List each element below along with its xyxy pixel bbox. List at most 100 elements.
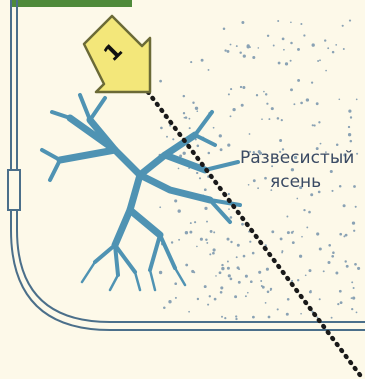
speckle-dot (160, 127, 163, 130)
speckle-dot (348, 133, 351, 136)
speckle-dot (332, 51, 335, 54)
speckle-dot (241, 21, 244, 24)
speckle-dot (245, 275, 248, 278)
speckle-dot (243, 54, 246, 57)
speckle-dot (204, 188, 207, 191)
speckle-dot (351, 297, 353, 299)
speckle-dot (220, 286, 223, 289)
top-green-bar (10, 0, 132, 7)
speckle-dot (192, 101, 194, 103)
speckle-dot (200, 238, 203, 241)
speckle-dot (350, 116, 352, 118)
speckle-dot (327, 47, 329, 49)
speckle-dot (271, 230, 274, 233)
speckle-dot (166, 136, 168, 138)
speckle-dot (196, 110, 198, 112)
speckle-dot (159, 206, 161, 208)
speckle-dot (159, 271, 162, 274)
speckle-dot (249, 133, 251, 135)
speckle-dot (305, 274, 307, 276)
speckle-dot (235, 318, 237, 320)
speckle-dot (230, 115, 232, 117)
speckle-dot (348, 110, 351, 113)
speckle-dot (332, 251, 335, 254)
speckle-dot (277, 20, 279, 22)
speckle-dot (185, 231, 188, 234)
speckle-dot (178, 239, 180, 241)
speckle-dot (280, 237, 283, 240)
speckle-dot (183, 95, 185, 97)
speckle-dot (212, 252, 215, 255)
speckle-dot (290, 42, 293, 45)
speckle-dot (286, 313, 289, 316)
speckle-dot (227, 144, 230, 147)
speckle-dot (252, 316, 255, 319)
speckle-dot (343, 235, 345, 237)
speckle-dot (349, 20, 351, 22)
speckle-dot (239, 51, 241, 53)
speckle-dot (208, 69, 210, 71)
speckle-dot (339, 233, 342, 236)
speckle-dot (163, 307, 166, 310)
speckle-dot (354, 263, 357, 266)
speckle-dot (253, 179, 256, 182)
speckle-dot (227, 238, 230, 241)
speckle-dot (303, 34, 305, 36)
speckle-dot (230, 278, 233, 281)
speckle-dot (236, 45, 238, 47)
speckle-dot (189, 127, 191, 129)
speckle-dot (290, 88, 293, 91)
speckle-dot (204, 285, 207, 288)
speckle-dot (351, 308, 353, 310)
speckle-dot (336, 143, 339, 146)
speckle-dot (238, 281, 241, 284)
speckle-dot (310, 290, 312, 292)
speckle-dot (230, 88, 232, 90)
speckle-dot (297, 79, 300, 82)
speckle-dot (353, 230, 355, 232)
speckle-dot (221, 264, 223, 266)
speckle-dot (300, 102, 303, 105)
speckle-dot (281, 119, 283, 121)
speckle-dot (219, 134, 222, 137)
speckle-dot (355, 206, 357, 208)
speckle-dot (199, 177, 201, 179)
speckle-dot (261, 285, 263, 287)
speckle-dot (323, 270, 325, 272)
speckle-dot (247, 292, 249, 294)
speckle-dot (265, 93, 267, 95)
speckle-dot (201, 59, 204, 62)
speckle-dot (213, 248, 216, 251)
speckle-dot (351, 281, 353, 283)
speckle-dot (311, 81, 313, 83)
speckle-dot (339, 290, 342, 293)
speckle-dot (159, 80, 162, 83)
speckle-dot (209, 253, 211, 255)
speckle-dot (234, 295, 237, 298)
speckle-dot (190, 222, 192, 224)
speckle-dot (324, 39, 326, 41)
speckle-dot (178, 168, 180, 170)
speckle-dot (228, 274, 231, 277)
speckle-dot (209, 295, 211, 297)
speckle-dot (291, 231, 294, 234)
speckle-dot (242, 86, 245, 89)
speckle-dot (297, 48, 300, 51)
speckle-dot (297, 279, 299, 281)
speckle-dot (223, 27, 226, 30)
speckle-dot (195, 107, 198, 110)
speckle-dot (308, 211, 311, 214)
tree-label: Развесистый (240, 148, 365, 168)
speckle-dot (227, 267, 230, 270)
speckle-dot (196, 172, 198, 174)
speckle-dot (215, 275, 217, 277)
speckle-dot (286, 216, 288, 218)
speckle-dot (344, 260, 346, 262)
speckle-dot (271, 107, 274, 110)
speckle-dot (252, 252, 255, 255)
speckle-dot (235, 315, 237, 317)
speckle-dot (325, 70, 327, 72)
speckle-dot (219, 271, 222, 274)
speckle-dot (340, 301, 343, 304)
speckle-dot (230, 216, 233, 219)
